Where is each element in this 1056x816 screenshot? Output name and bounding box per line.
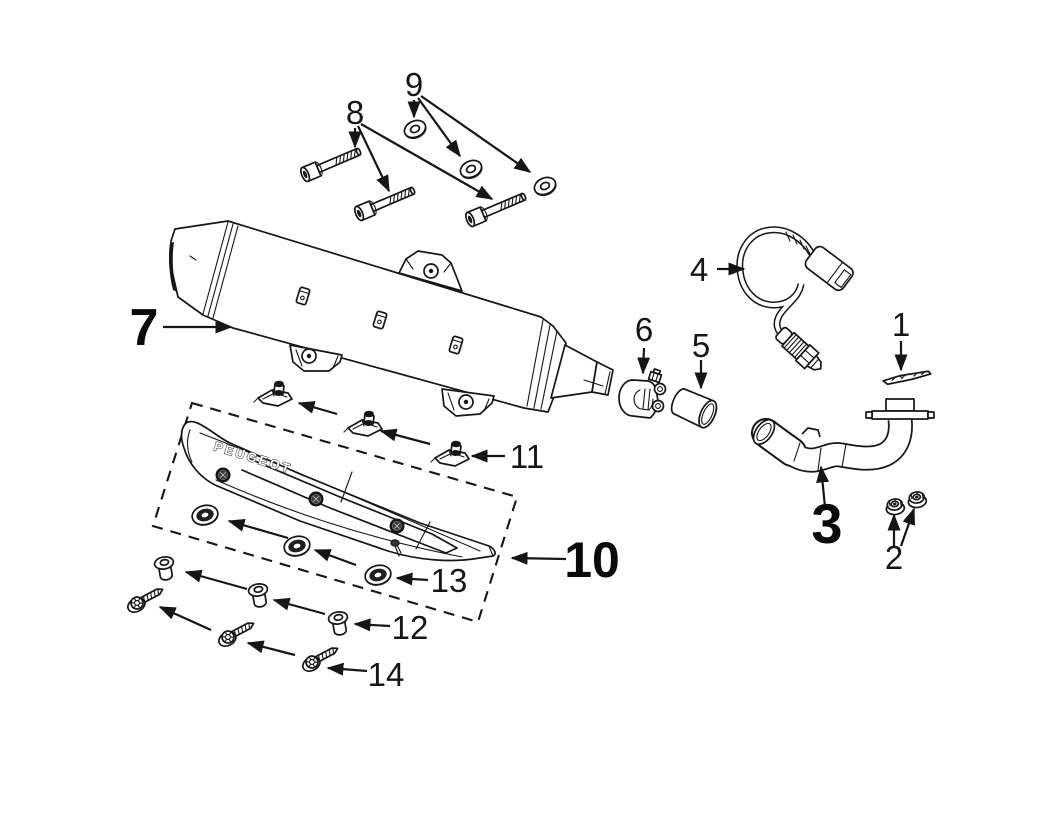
callout-label-3: 3 — [811, 492, 842, 555]
pipe-inlet-mouth — [752, 418, 776, 446]
grommet-item — [189, 501, 221, 529]
callout-label-10: 10 — [564, 532, 620, 588]
callout-label-5: 5 — [692, 327, 710, 364]
top-bracket — [398, 250, 463, 292]
leader-line — [326, 662, 368, 676]
leader-line — [816, 465, 830, 508]
clip-item — [430, 440, 470, 467]
callout-label-13: 13 — [431, 562, 468, 599]
callout-label-6: 6 — [635, 311, 653, 348]
callout-label-4: 4 — [690, 251, 708, 288]
flange-gasket — [882, 370, 932, 386]
leader-line — [353, 618, 391, 632]
silencer-muffler — [169, 220, 614, 417]
washer-item — [530, 173, 560, 200]
washer-item — [400, 116, 430, 143]
flange-nuts — [884, 489, 928, 517]
clip-item — [343, 410, 383, 437]
callout-label-1: 1 — [892, 306, 910, 343]
bolt-item — [352, 182, 418, 223]
shield-rivet — [308, 491, 324, 507]
leader-line — [420, 95, 532, 173]
flange-plate — [871, 410, 929, 420]
outlet-pipe — [591, 361, 614, 396]
callout-label-12: 12 — [392, 609, 429, 646]
mounting-bolts — [298, 143, 529, 229]
leader-line — [272, 597, 326, 616]
leader-line — [360, 123, 494, 200]
shield-rivet — [215, 467, 231, 483]
callout-label-14: 14 — [368, 656, 405, 693]
leader-line — [395, 572, 429, 586]
leader-line — [417, 97, 461, 158]
heat-shield: PEUGEOT — [180, 420, 496, 562]
nut-item — [884, 496, 906, 517]
nut-item — [906, 489, 928, 510]
leader-arrows — [158, 95, 916, 676]
bottom-bracket-left — [289, 344, 343, 372]
bottom-bracket-right — [441, 388, 495, 417]
leader-line — [297, 401, 338, 416]
callout-label-7: 7 — [130, 299, 159, 357]
flange-stub — [885, 398, 915, 412]
leader-line — [227, 519, 289, 540]
callout-label-11: 11 — [510, 438, 544, 475]
leader-line — [510, 551, 567, 565]
screw-item — [124, 583, 168, 616]
callout-label-9: 9 — [405, 66, 423, 103]
sensor-body — [775, 326, 822, 371]
bolt-item — [463, 188, 529, 229]
leader-line — [246, 640, 296, 657]
leader-line — [158, 605, 212, 632]
sensor-connector — [804, 245, 854, 292]
washers — [400, 116, 560, 200]
shield-pin — [390, 539, 402, 557]
leader-line — [637, 347, 651, 375]
clamp-bolt — [647, 368, 663, 384]
clip-item — [253, 380, 293, 407]
callout-labels: 9 8 7 4 6 5 1 3 2 11 10 13 12 14 — [130, 66, 911, 693]
callout-label-8: 8 — [346, 94, 364, 131]
grommet-item — [362, 561, 394, 589]
clip-nuts — [253, 380, 470, 467]
bolt-item — [298, 143, 364, 184]
callout-label-2: 2 — [885, 539, 903, 576]
leader-line — [899, 507, 916, 547]
leader-line — [357, 125, 390, 193]
leader-line — [184, 569, 248, 591]
spacer-item — [326, 609, 352, 638]
coupling-sleeve — [670, 388, 718, 429]
spacer-item — [246, 581, 272, 610]
shield-rivet — [389, 518, 405, 534]
pipe-tab — [801, 427, 821, 438]
exhaust-header-pipe — [751, 398, 935, 473]
washer-item — [456, 156, 486, 183]
leader-line — [379, 428, 431, 446]
spacer-item — [152, 554, 178, 583]
oxygen-sensor — [736, 226, 854, 371]
shield-screws — [124, 583, 343, 675]
cable-braid — [785, 231, 811, 255]
exhaust-clamp — [618, 368, 667, 419]
leader-line — [313, 548, 357, 567]
